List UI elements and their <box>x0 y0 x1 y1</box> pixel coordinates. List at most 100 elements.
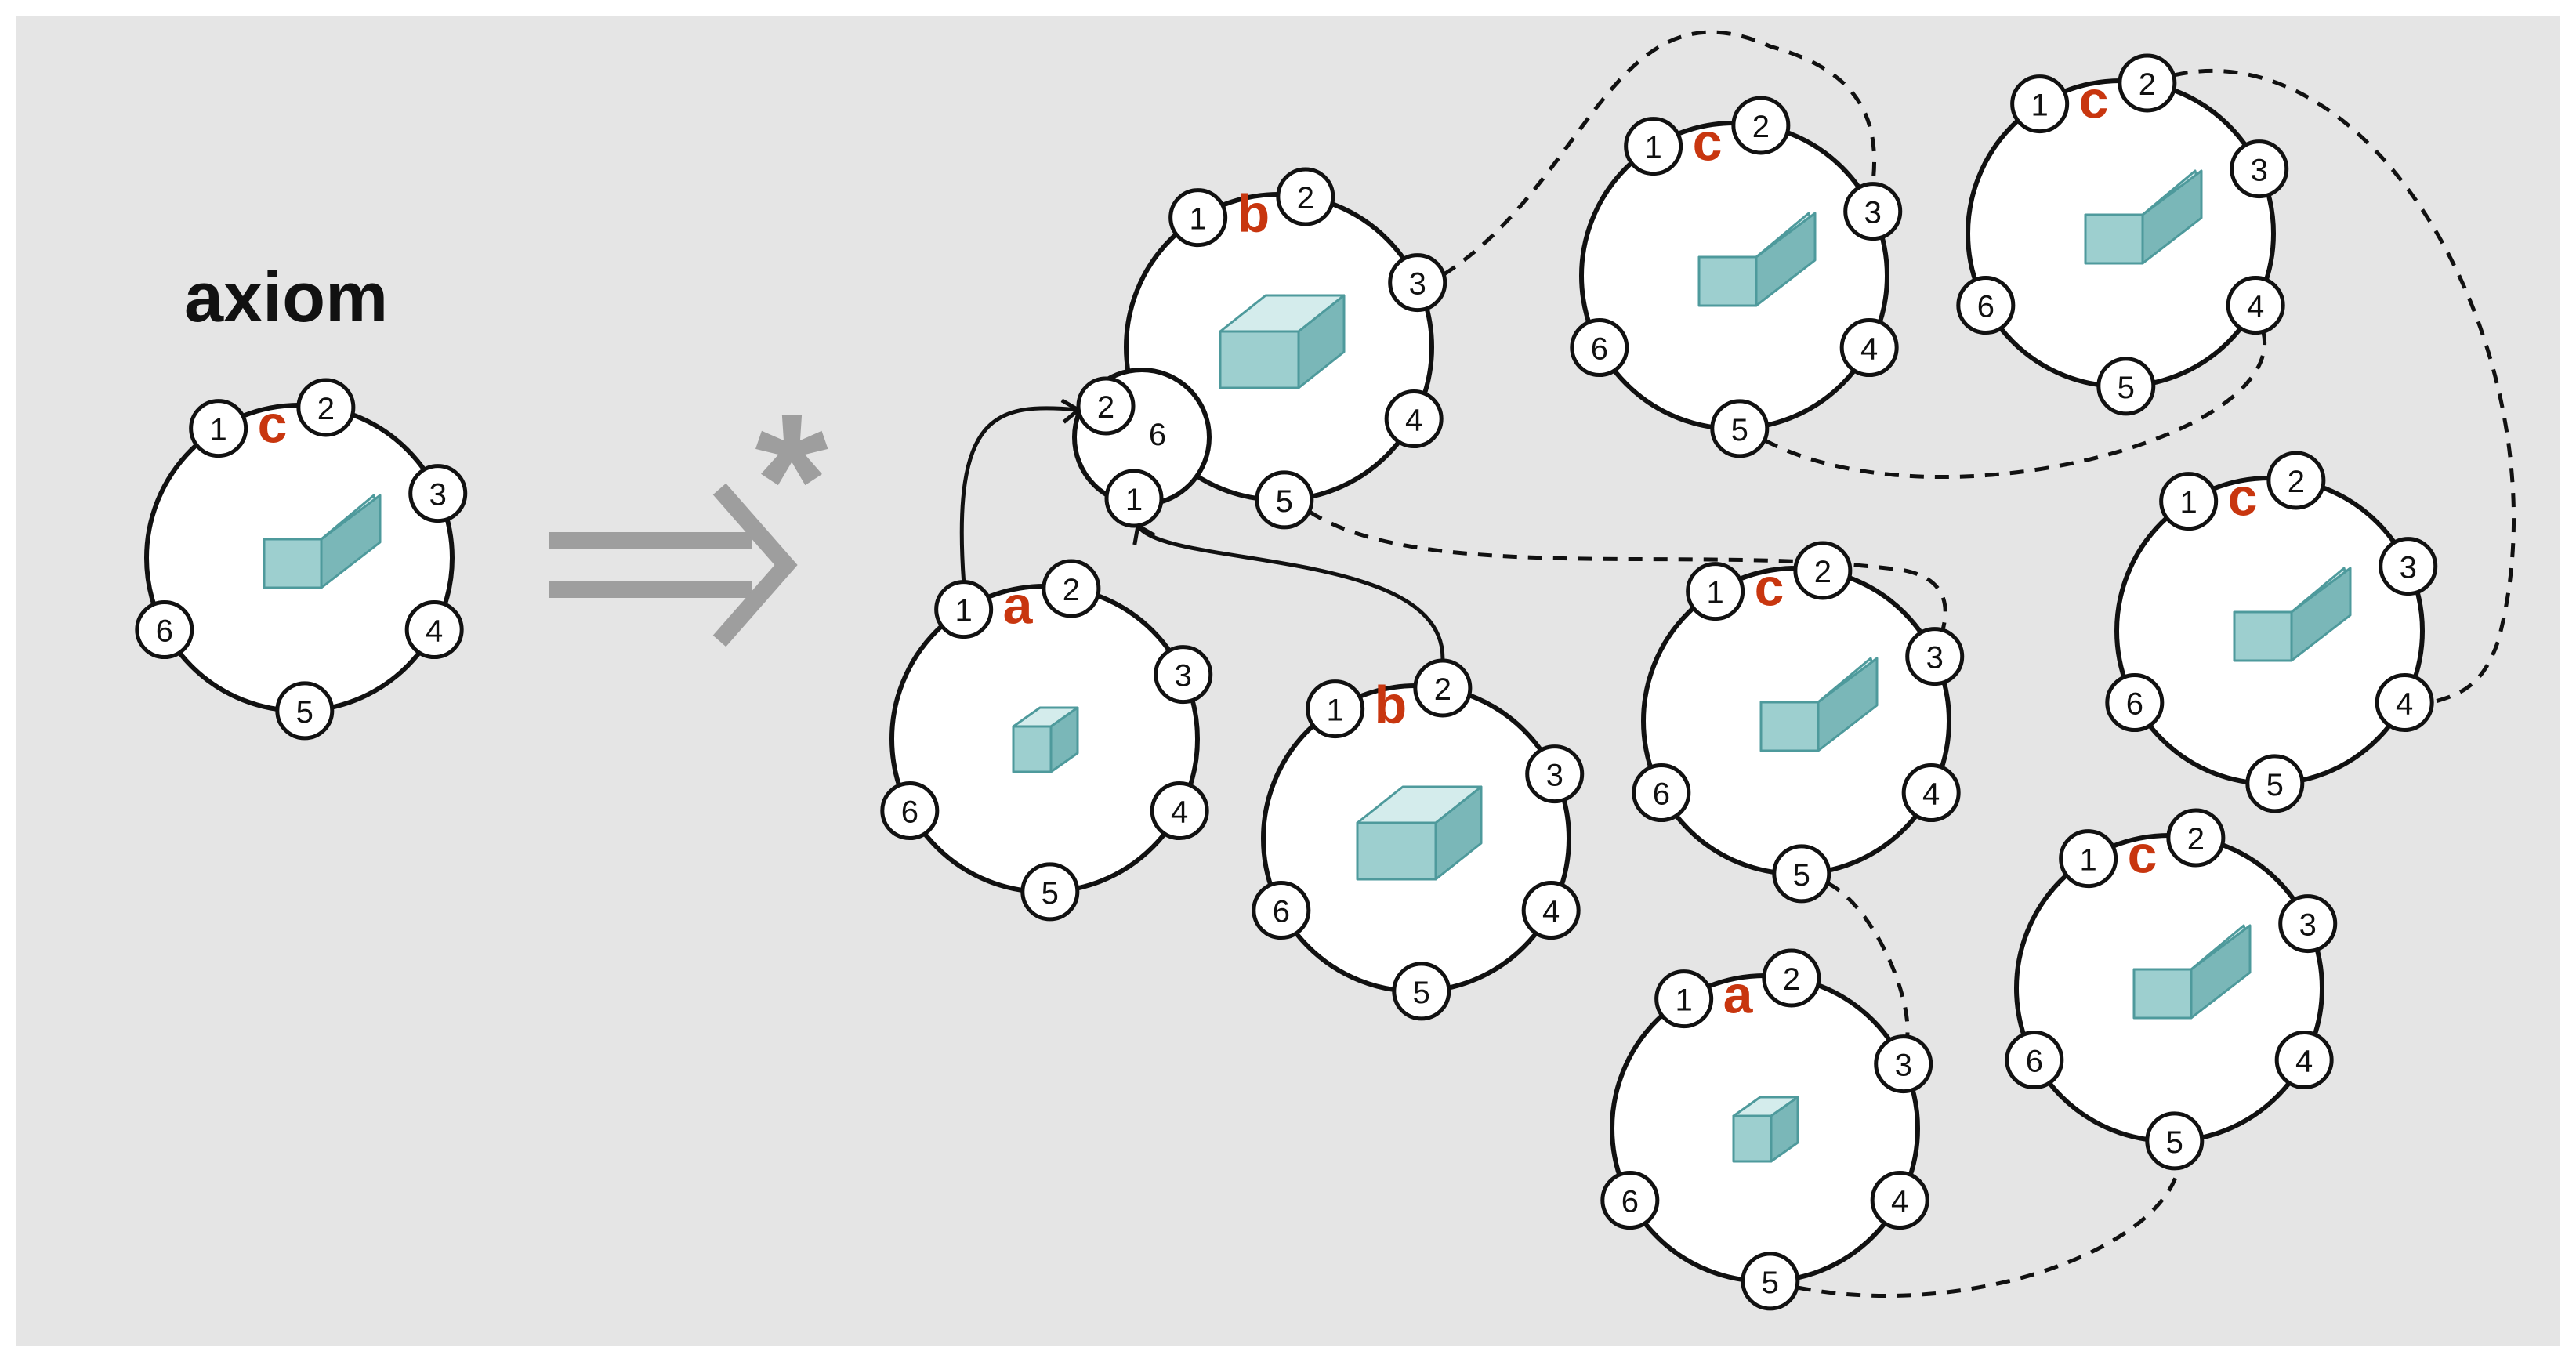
node-label: c <box>2128 825 2158 885</box>
port-label: 1 <box>1707 576 1724 610</box>
port-1: 1 <box>2159 472 2219 531</box>
port-label: 5 <box>1793 858 1810 893</box>
port-label: 2 <box>2288 465 2305 499</box>
wedge-shape <box>1759 657 1879 752</box>
port-3: 3 <box>1905 627 1965 686</box>
sub-node: 621 <box>1072 368 1212 528</box>
wedge-shape <box>2233 567 2352 662</box>
connection-edge <box>959 406 1079 582</box>
port-5: 5 <box>2245 754 2305 813</box>
port-2: 2 <box>1042 559 1101 618</box>
port-label: 6 <box>1977 290 1994 324</box>
connection-edge <box>1826 881 1910 1037</box>
connection-edge <box>1442 30 1877 277</box>
port-label: 1 <box>2080 843 2097 878</box>
port-4: 4 <box>2226 276 2285 335</box>
port-2: 2 <box>1762 948 1821 1008</box>
port-label: 1 <box>1676 983 1693 1018</box>
port-6: 6 <box>1570 318 1629 378</box>
port-label: 4 <box>2396 687 2413 722</box>
port-3: 3 <box>2379 537 2438 596</box>
port-4: 4 <box>1870 1171 1929 1230</box>
port-label: 6 <box>1273 895 1290 929</box>
port-label: 4 <box>2247 290 2264 324</box>
derivation-star: * <box>755 375 828 585</box>
port-label: 2 <box>1783 962 1800 997</box>
port-3: 3 <box>2278 894 2338 954</box>
port-label: 5 <box>2266 768 2284 802</box>
port-1: 1 <box>1624 117 1683 176</box>
port-3: 3 <box>1843 182 1903 241</box>
port-1: 1 <box>1168 188 1228 248</box>
node-label: c <box>2079 71 2109 130</box>
port-5: 5 <box>275 681 335 741</box>
cube-shape <box>1732 1096 1799 1163</box>
connection-edge <box>2173 68 2516 705</box>
port-label: 4 <box>1405 404 1422 438</box>
port-label: 2 <box>317 392 335 426</box>
port-3: 3 <box>1154 645 1213 705</box>
node-label: a <box>1003 576 1034 636</box>
port-label: 1 <box>1190 202 1207 237</box>
connection-edge <box>1136 524 1445 661</box>
port-3: 3 <box>1388 253 1447 313</box>
port-1: 1 <box>2010 74 2070 134</box>
port-2: 2 <box>1276 167 1335 226</box>
port-3: 3 <box>2230 139 2289 199</box>
port-label: 5 <box>2118 371 2135 405</box>
port-label: 6 <box>156 614 173 649</box>
port-6: 6 <box>1632 763 1691 823</box>
port-1: 1 <box>1654 969 1714 1029</box>
port-label: 1 <box>2031 89 2049 123</box>
graph-nodes: c123456621b12345c123456c123456a123456b12… <box>135 53 2438 1311</box>
port-3: 3 <box>1874 1034 1933 1094</box>
wedge-shape <box>2084 169 2203 265</box>
port-label: 6 <box>1653 777 1670 812</box>
node-label: c <box>1755 558 1784 618</box>
port-label: 2 <box>1297 181 1314 216</box>
port-2: 2 <box>1731 96 1791 155</box>
port-label: 6 <box>1591 332 1608 367</box>
port-label: 1 <box>1327 694 1344 728</box>
port-label: 1 <box>1125 483 1143 517</box>
port-4: 4 <box>1839 318 1899 378</box>
cube-shape <box>1012 706 1079 773</box>
port-2: 2 <box>1793 541 1853 600</box>
port-label: 4 <box>2295 1045 2313 1079</box>
port-label: 1 <box>955 594 973 628</box>
port-4: 4 <box>1521 881 1581 940</box>
port-label: 3 <box>2251 154 2268 188</box>
port-label: 3 <box>2400 551 2417 585</box>
connection-edge <box>1796 1168 2181 1298</box>
port-3: 3 <box>408 464 468 523</box>
port-1: 1 <box>2059 829 2118 889</box>
port-5: 5 <box>1255 470 1314 530</box>
port-4: 4 <box>1384 389 1444 449</box>
port-label: 5 <box>1413 976 1430 1010</box>
port-label: 6 <box>901 795 918 830</box>
port-3: 3 <box>1525 744 1585 804</box>
port-label: 5 <box>296 695 313 730</box>
port-4: 4 <box>2375 673 2434 733</box>
port-4: 4 <box>1150 781 1209 841</box>
port-label: 5 <box>1762 1266 1779 1300</box>
connection-edge <box>1308 509 1947 632</box>
port-6: 6 <box>1600 1171 1660 1230</box>
port-label: 4 <box>426 614 443 649</box>
long-box-shape <box>1219 294 1346 389</box>
sub-node-port: 1 <box>1104 469 1164 528</box>
node-label: b <box>1237 184 1270 244</box>
port-6: 6 <box>1252 881 1311 940</box>
port-label: 2 <box>2139 67 2156 102</box>
port-label: 3 <box>1926 641 1944 676</box>
sub-node-label: 6 <box>1149 418 1166 452</box>
port-2: 2 <box>2118 53 2177 113</box>
axiom-title: axiom <box>184 259 388 337</box>
port-label: 3 <box>1895 1049 1912 1083</box>
